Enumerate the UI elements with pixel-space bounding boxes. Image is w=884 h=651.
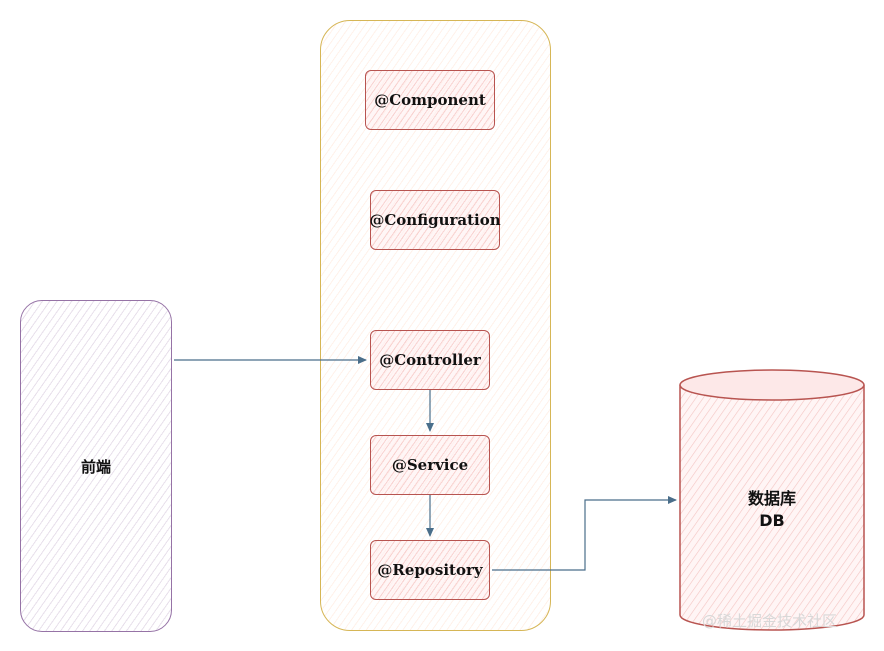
arrow-repository-to-database: [492, 496, 677, 571]
service-box: @Service: [370, 435, 490, 495]
database-label-line2: DB: [759, 511, 785, 530]
watermark: @稀土掘金技术社区: [702, 612, 838, 630]
component-box: @Component: [365, 70, 495, 130]
database-cylinder: [679, 369, 865, 631]
frontend-box: 前端: [20, 300, 172, 632]
repository-box: @Repository: [370, 540, 490, 600]
configuration-label: @Configuration: [369, 211, 501, 229]
database-label: 数据库 DB: [680, 488, 864, 532]
database-label-line1: 数据库: [747, 489, 796, 508]
repository-label: @Repository: [377, 561, 483, 579]
component-label: @Component: [374, 91, 486, 109]
database-top: [679, 369, 865, 401]
controller-box: @Controller: [370, 330, 490, 390]
database-body: [679, 385, 865, 631]
configuration-box: @Configuration: [369, 190, 501, 250]
service-label: @Service: [391, 456, 469, 474]
frontend-label: 前端: [80, 457, 111, 476]
controller-label: @Controller: [379, 351, 481, 369]
